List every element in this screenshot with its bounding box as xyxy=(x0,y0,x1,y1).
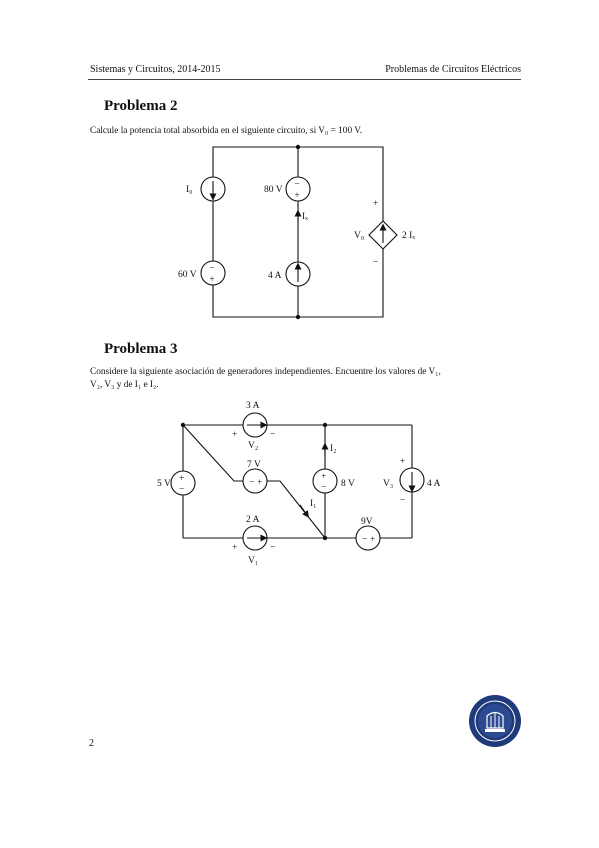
p2-label-dep: 2 Iₓ xyxy=(402,231,415,241)
p2-label-60v: 60 V xyxy=(178,270,197,280)
p3-2a-plus: + xyxy=(232,543,237,553)
p3-labels: 3 A + − V₂ 7 V − + 5 V + − I₂ + − 8 V V₃… xyxy=(157,401,441,566)
p3-label-2a: 2 A xyxy=(246,515,260,525)
p2-60v-minus: − xyxy=(209,264,214,274)
p3-5v-plus: + xyxy=(179,474,184,484)
p3-arrow-i1 xyxy=(299,504,310,518)
p3-v3-plus: + xyxy=(400,457,405,467)
p3-label-v3: V₃ xyxy=(383,479,393,489)
p3-2a-minus: − xyxy=(270,543,275,553)
university-seal-logo xyxy=(469,695,521,747)
p3-5v-minus: − xyxy=(179,485,184,495)
p3-voltage-source-5v xyxy=(170,470,196,496)
p3-label-4a: 4 A xyxy=(427,479,441,489)
p3-3a-minus: − xyxy=(270,430,275,440)
p3-node-top-left xyxy=(180,422,186,428)
p3-v3-minus: − xyxy=(400,496,405,506)
p3-label-3a: 3 A xyxy=(246,401,260,411)
p2-80v-plus: + xyxy=(294,191,299,201)
problem3-circuit xyxy=(170,412,425,551)
p3-label-8v: 8 V xyxy=(341,479,355,489)
p2-60v-plus: + xyxy=(209,275,214,285)
p3-label-9v: 9V xyxy=(361,517,373,527)
p3-7v-minus: − xyxy=(249,478,254,488)
p2-label-v0: V₀ xyxy=(354,231,364,241)
p3-8v-minus: − xyxy=(321,483,326,493)
p2-nodes xyxy=(295,144,301,320)
p3-7v-plus: + xyxy=(257,478,262,488)
p2-current-source-4a xyxy=(285,261,311,287)
problem3-statement-line1: Considere la siguiente asociación de gen… xyxy=(90,367,441,377)
p2-voltage-source-80v xyxy=(285,176,311,202)
p3-label-v2: V₂ xyxy=(248,441,258,451)
p3-voltage-source-9v xyxy=(355,525,381,551)
problem3-title: Problema 3 xyxy=(104,341,178,357)
p3-8v-plus: + xyxy=(321,472,326,482)
p2-node-top xyxy=(295,144,301,150)
header-right: Problemas de Circuitos Eléctricos xyxy=(385,64,521,75)
p3-label-v1: V₁ xyxy=(248,556,258,566)
problem2-circuit xyxy=(200,146,398,318)
p3-diag-lower xyxy=(267,480,326,539)
p3-voltage-source-7v xyxy=(242,468,268,494)
p3-label-i2: I₂ xyxy=(330,444,336,454)
p2-v0-minus: − xyxy=(373,258,378,268)
p2-80v-minus: − xyxy=(294,180,299,190)
p2-voltage-source-60v xyxy=(200,260,226,286)
p2-v0-plus: + xyxy=(373,199,378,209)
p3-label-5v: 5 V xyxy=(157,479,171,489)
problem2-title: Problema 2 xyxy=(104,98,178,114)
p2-labels: − + − + I₀ 80 V 60 V 4 A Iₓ V₀ 2 Iₓ + − xyxy=(178,180,415,285)
p3-label-i1: I₁ xyxy=(310,499,316,509)
p2-label-80v: 80 V xyxy=(264,185,283,195)
problem3-statement-line2: V₂, V₃ y de I₁ e I₂. xyxy=(90,380,159,390)
p3-3a-plus: + xyxy=(232,430,237,440)
header-left: Sistemas y Circuitos, 2014-2015 xyxy=(90,64,221,75)
page-number: 2 xyxy=(89,738,94,749)
p2-label-ix: Iₓ xyxy=(302,212,308,222)
p3-voltage-source-8v xyxy=(312,468,338,494)
p3-9v-minus: − xyxy=(362,535,367,545)
p3-diag-upper xyxy=(182,424,243,482)
p2-current-source-i0 xyxy=(200,176,226,202)
p2-label-4a: 4 A xyxy=(268,271,282,281)
p2-dependent-source xyxy=(368,220,398,250)
header-rule xyxy=(88,79,521,80)
p3-9v-plus: + xyxy=(370,535,375,545)
p3-label-7v: 7 V xyxy=(247,460,261,470)
p2-node-bottom xyxy=(295,314,301,320)
p3-node-top-mid xyxy=(322,422,328,428)
p3-nodes xyxy=(180,422,328,541)
p2-label-i0: I₀ xyxy=(186,185,192,195)
p3-node-bottom-mid xyxy=(322,535,328,541)
problem2-statement: Calcule la potencia total absorbida en e… xyxy=(90,126,363,136)
